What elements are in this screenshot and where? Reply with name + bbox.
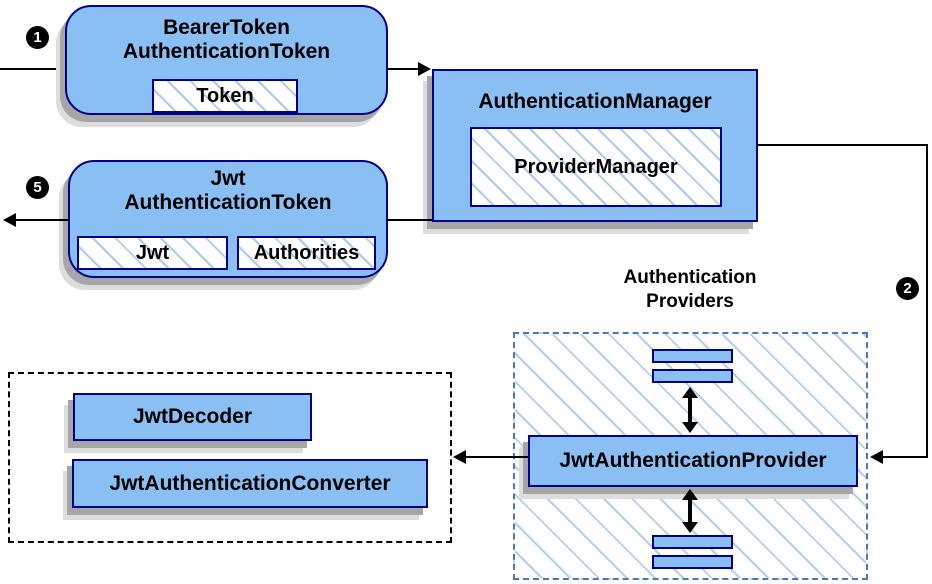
provider-to-support-arrowhead-icon [453, 450, 466, 464]
provider-stack-bar [652, 349, 733, 363]
outgoing-result-arrowhead-icon [3, 213, 16, 227]
manager-to-provider-line-vertical [926, 144, 928, 458]
authentication-providers-label: Authentication Providers [565, 266, 815, 314]
manager-to-jwt-token-line [388, 219, 432, 221]
jwt-decoder-node: JwtDecoder [73, 393, 312, 441]
jwt-authentication-converter-node: JwtAuthenticationConverter [72, 459, 428, 508]
jwt-field: Jwt [77, 236, 228, 270]
to-authentication-manager-line [388, 68, 419, 70]
provider-iteration-double-arrow-icon [682, 489, 698, 533]
manager-to-provider-line-top [758, 144, 928, 146]
provider-stack-bar [652, 535, 733, 549]
provider-stack-bar [652, 369, 733, 383]
step-2-badge: 2 [896, 277, 919, 300]
provider-stack-bar [652, 555, 733, 569]
jwt-authentication-provider-node: JwtAuthenticationProvider [528, 435, 858, 487]
to-authentication-manager-arrowhead-icon [418, 62, 431, 76]
jwt-token-title-line2: AuthenticationToken [124, 191, 332, 214]
provider-manager-field: ProviderManager [470, 127, 722, 207]
bearer-token-title-line1: BearerToken [163, 16, 290, 39]
manager-to-provider-arrowhead-icon [870, 450, 883, 464]
token-field: Token [152, 79, 298, 113]
manager-to-provider-line-bottom [883, 456, 928, 458]
bearer-token-title-line2: AuthenticationToken [122, 40, 331, 63]
provider-iteration-double-arrow-icon [682, 387, 698, 433]
authentication-manager-title: AuthenticationManager [478, 90, 712, 113]
authentication-providers-label-line1: Authentication [623, 267, 757, 288]
incoming-request-line [0, 68, 65, 70]
authentication-manager-node: AuthenticationManager ProviderManager [432, 69, 758, 222]
authorities-field: Authorities [237, 236, 376, 270]
outgoing-result-line [15, 219, 68, 221]
step-5-badge: 5 [26, 176, 49, 199]
provider-to-support-line [466, 456, 528, 458]
authentication-providers-label-line2: Providers [646, 291, 734, 312]
step-1-badge: 1 [26, 26, 49, 49]
bearer-token-authentication-token-node: BearerToken AuthenticationToken Token [65, 5, 388, 115]
jwt-token-title-line1: Jwt [210, 167, 246, 190]
jwt-authentication-token-node: Jwt AuthenticationToken Jwt Authorities [68, 160, 388, 278]
